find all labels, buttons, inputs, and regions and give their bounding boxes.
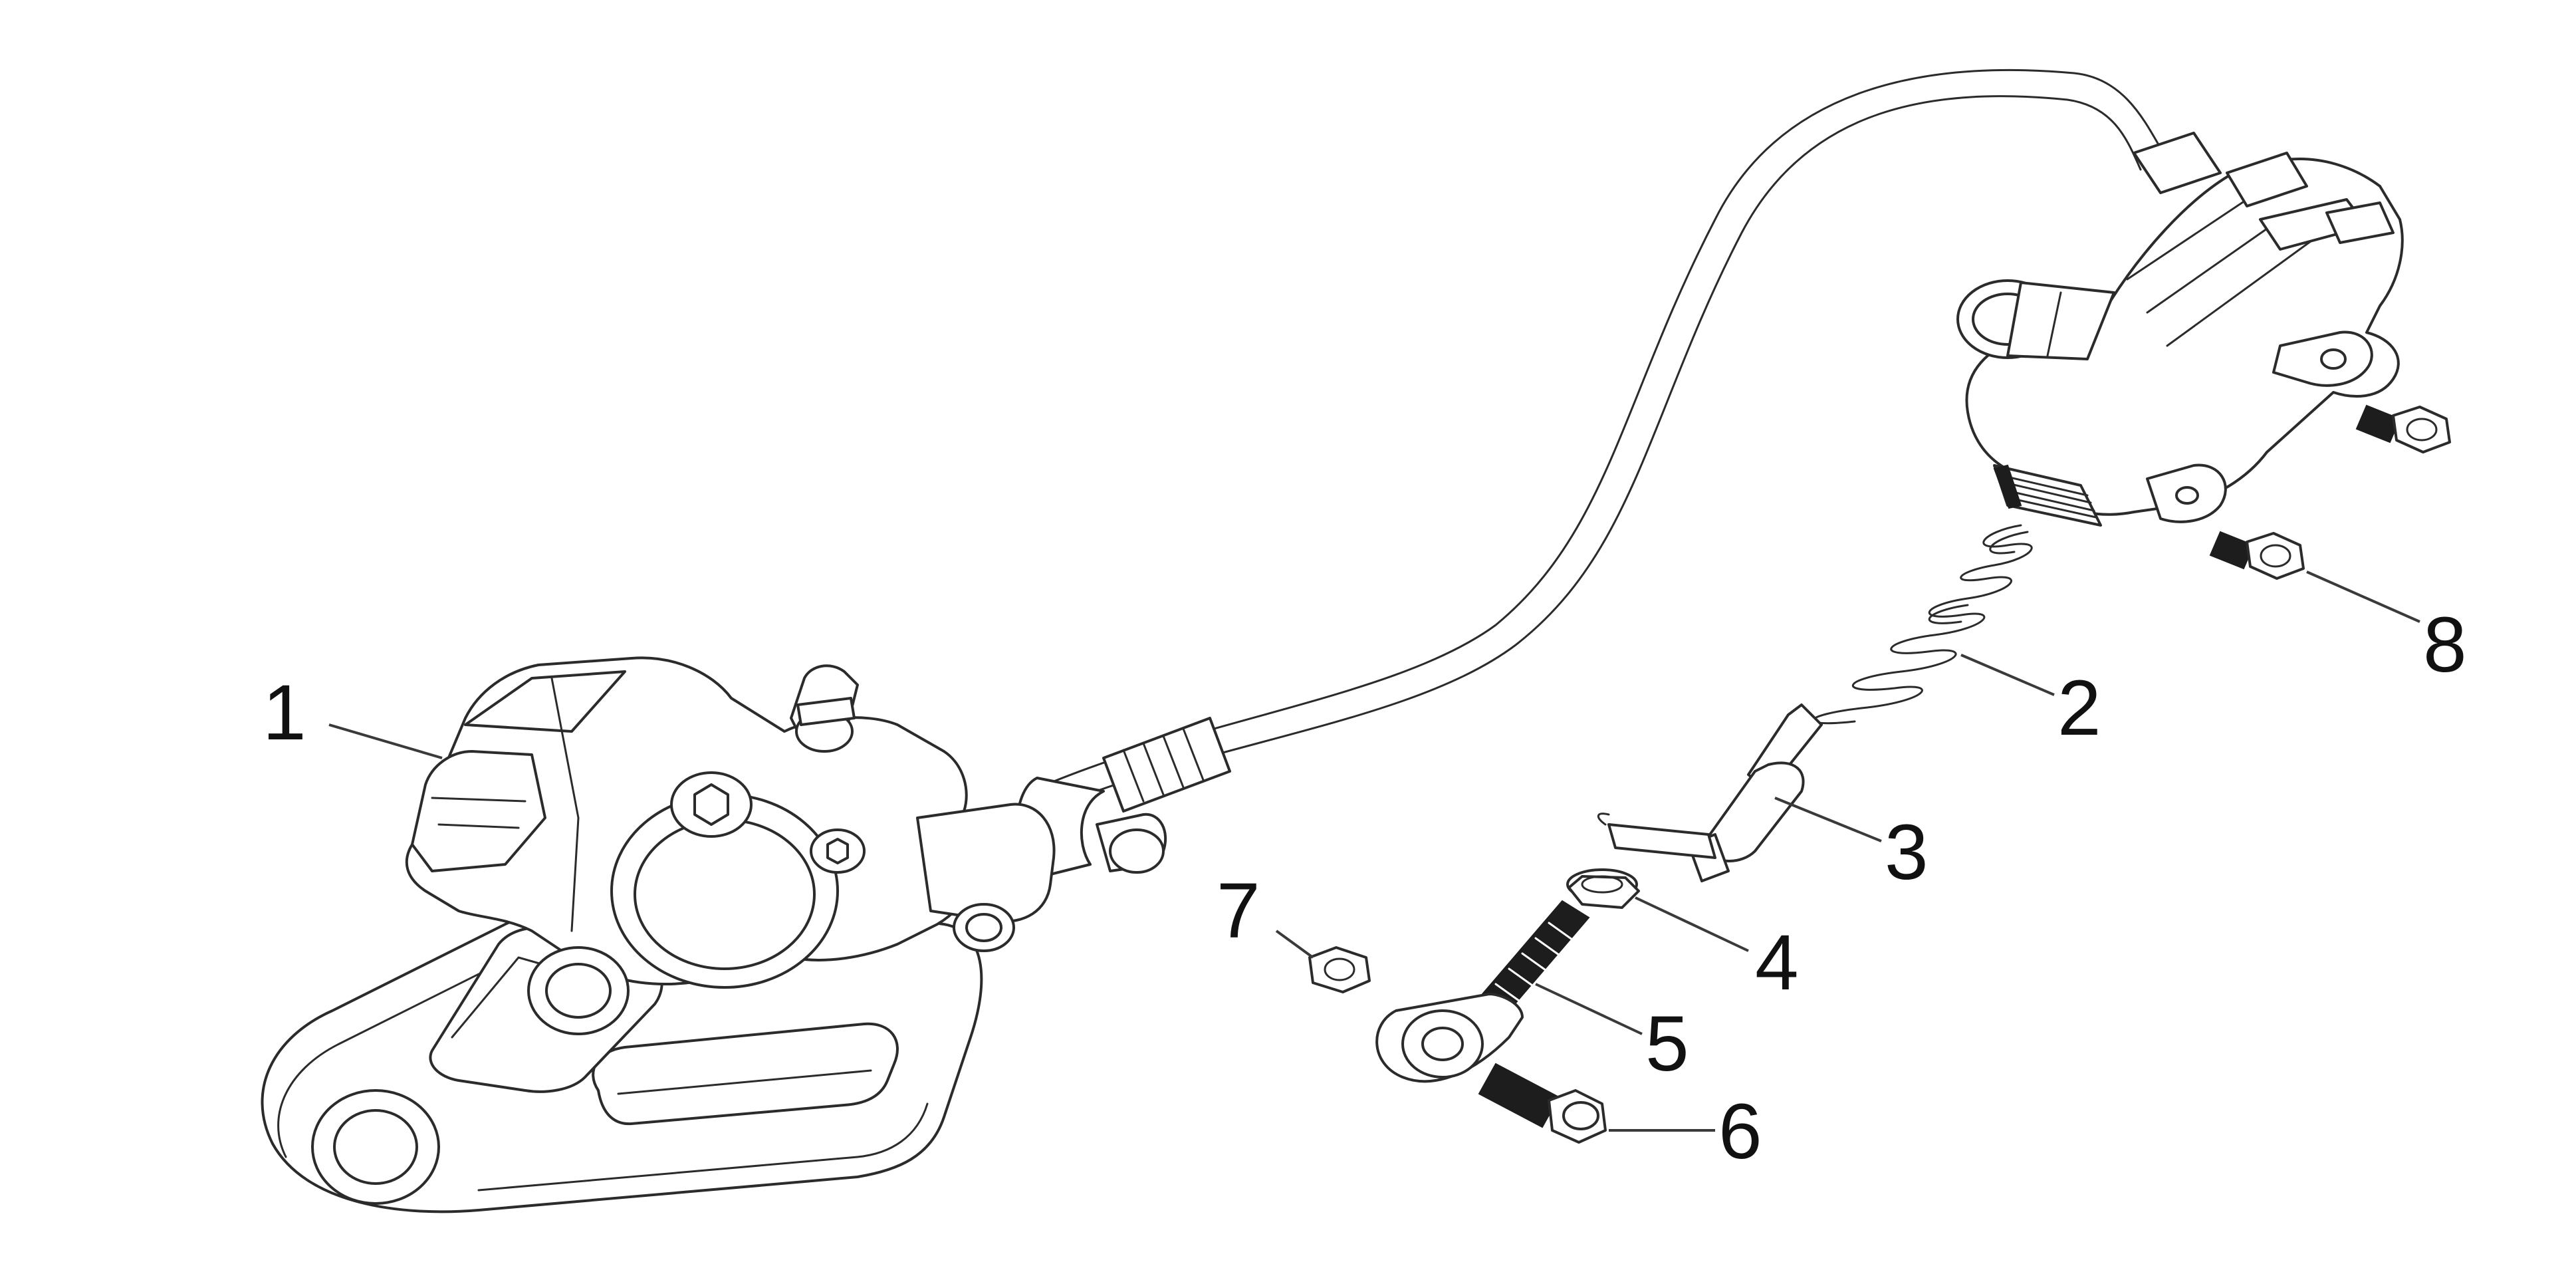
leader-7 — [1275, 930, 1314, 959]
master-cylinder — [1956, 152, 2404, 527]
leader-5 — [1535, 983, 1643, 1035]
clevis-rod-end — [1375, 900, 1590, 1083]
flange-bolt-lower — [1478, 1063, 1607, 1144]
caliper-bleeder — [790, 664, 859, 753]
callout-2: 2 — [2057, 664, 2101, 752]
leader-3 — [1774, 797, 1882, 842]
hose-fitting-upper — [2133, 132, 2222, 194]
callout-7: 7 — [1217, 867, 1260, 955]
leader-1 — [328, 723, 443, 759]
callout-8: 8 — [2423, 601, 2467, 689]
leader-2 — [1960, 654, 2055, 696]
callout-6: 6 — [1718, 1088, 1762, 1176]
leader-8 — [2306, 570, 2420, 623]
callout-labels: 1 2 3 4 5 6 7 8 — [263, 601, 2467, 1176]
callout-1: 1 — [263, 669, 306, 757]
flange-bolt-upper-b — [2209, 531, 2305, 580]
leader-lines — [328, 570, 2420, 1132]
callout-4: 4 — [1755, 919, 1799, 1007]
callout-5: 5 — [1645, 1000, 1689, 1088]
return-spring — [1812, 524, 2033, 725]
brake-caliper — [261, 656, 1167, 1213]
lock-washer — [1566, 868, 1640, 909]
push-rod — [1597, 703, 1823, 882]
callout-3: 3 — [1885, 809, 1929, 896]
flange-bolt-upper-a — [2355, 404, 2451, 453]
hex-nut — [1308, 946, 1371, 993]
leader-4 — [1635, 896, 1749, 952]
